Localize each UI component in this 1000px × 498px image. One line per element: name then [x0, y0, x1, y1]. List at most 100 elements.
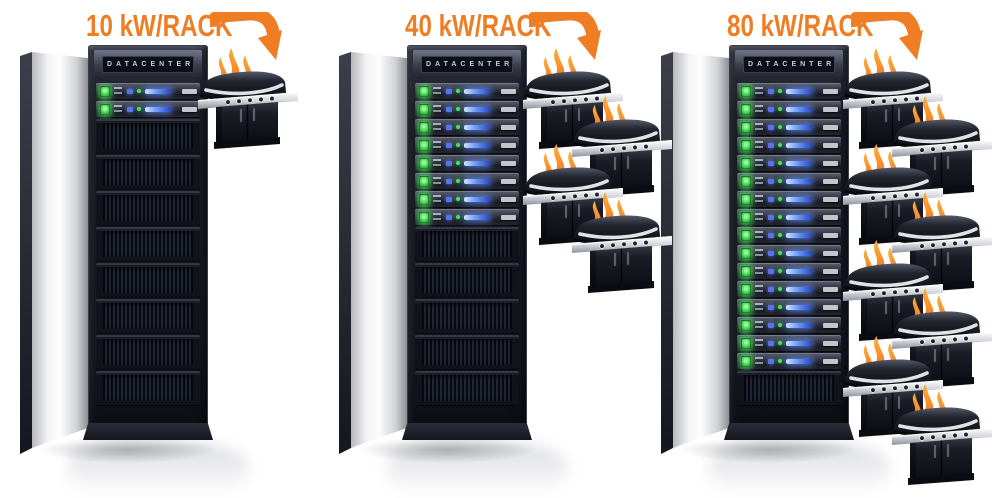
bbq-grill-icon [572, 192, 672, 294]
activity-bar-led [786, 124, 812, 130]
status-led-blue [768, 340, 774, 346]
vent-panel [415, 299, 519, 333]
server-unit [415, 191, 519, 207]
power-led-icon [741, 355, 751, 367]
status-led-green [778, 143, 782, 147]
power-led-icon [419, 121, 429, 133]
status-led-green [456, 215, 460, 219]
brand-plate [823, 214, 838, 220]
status-led-blue [768, 178, 774, 184]
server-unit [737, 137, 841, 153]
drive-slots [755, 123, 763, 131]
status-led-blue [446, 196, 452, 202]
status-led-green [778, 269, 782, 273]
status-led-green [778, 161, 782, 165]
brand-plate [823, 106, 838, 112]
server-unit [415, 101, 519, 117]
brand-plate [182, 88, 197, 94]
status-led-blue [768, 124, 774, 130]
drive-slots [433, 195, 441, 203]
power-label: 80 kW/RACK [727, 8, 874, 43]
server-unit [737, 317, 841, 333]
status-led-blue [127, 88, 133, 94]
status-led-blue [446, 214, 452, 220]
activity-bar-led [464, 124, 490, 130]
open-rack-door [339, 52, 407, 454]
power-led-icon [741, 229, 751, 241]
activity-bar-led [786, 232, 812, 238]
activity-bar-led [464, 106, 490, 112]
vent-panel [96, 335, 200, 369]
brand-plate [823, 250, 838, 256]
rack-slots [737, 83, 841, 411]
status-led-blue [446, 178, 452, 184]
status-led-green [778, 341, 782, 345]
status-led-green [456, 197, 460, 201]
vent-panel [415, 227, 519, 261]
drive-slots [755, 231, 763, 239]
brand-plate [501, 142, 516, 148]
server-unit [415, 83, 519, 99]
status-led-blue [446, 88, 452, 94]
status-led-green [137, 107, 141, 111]
brand-plate [823, 124, 838, 130]
server-unit [415, 173, 519, 189]
brand-plate [823, 88, 838, 94]
rack-plinth [724, 423, 854, 440]
power-led-icon [741, 337, 751, 349]
activity-bar-led [786, 250, 812, 256]
power-label: 40 kW/RACK [405, 8, 552, 43]
bbq-grill [572, 192, 672, 294]
drive-slots [433, 87, 441, 95]
status-led-green [778, 215, 782, 219]
vent-panel [96, 227, 200, 261]
curved-arrow-icon [529, 12, 603, 64]
vent-panel [96, 371, 200, 405]
status-led-green [778, 287, 782, 291]
activity-bar-led [786, 358, 812, 364]
status-led-green [456, 125, 460, 129]
server-unit [96, 101, 200, 117]
drive-slots [114, 87, 122, 95]
status-led-blue [446, 106, 452, 112]
brand-plate [823, 358, 838, 364]
power-led-icon [419, 139, 429, 151]
rack-slots [415, 83, 519, 411]
activity-bar-led [786, 340, 812, 346]
power-led-icon [741, 301, 751, 313]
floor-reflection [68, 442, 248, 497]
brand-plate [823, 322, 838, 328]
drive-slots [433, 177, 441, 185]
status-led-blue [768, 196, 774, 202]
vent-panel [415, 263, 519, 297]
brand-plate [501, 124, 516, 130]
power-led-icon [741, 211, 751, 223]
power-led-icon [100, 103, 110, 115]
server-unit [737, 191, 841, 207]
status-led-green [456, 143, 460, 147]
status-led-blue [768, 88, 774, 94]
drive-slots [755, 213, 763, 221]
rack-plinth [402, 423, 532, 440]
vent-panel [96, 155, 200, 189]
server-unit [415, 209, 519, 225]
brand-plate [823, 268, 838, 274]
bbq-grill-icon [892, 384, 992, 486]
curved-arrow-icon [210, 12, 284, 64]
activity-bar-led [145, 88, 171, 94]
drive-slots [755, 105, 763, 113]
brand-plate [823, 196, 838, 202]
rack-header-label: DATACENTER [421, 56, 513, 73]
activity-bar-led [786, 178, 812, 184]
power-led-icon [419, 193, 429, 205]
status-led-blue [446, 160, 452, 166]
power-led-icon [419, 211, 429, 223]
activity-bar-led [464, 196, 490, 202]
drive-slots [433, 105, 441, 113]
server-unit [737, 299, 841, 315]
activity-bar-led [464, 142, 490, 148]
activity-bar-led [786, 160, 812, 166]
drive-slots [114, 105, 122, 113]
server-unit [737, 209, 841, 225]
status-led-green [778, 107, 782, 111]
